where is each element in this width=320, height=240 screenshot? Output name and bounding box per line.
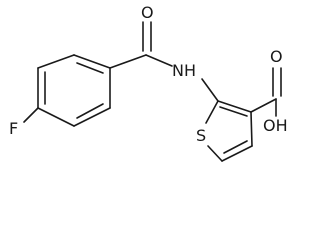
bond-carbonyl-nitrogen xyxy=(145,54,173,67)
bond-ring-a xyxy=(73,54,111,69)
bond-ring-c xyxy=(73,107,111,127)
bond-thiophene-c4-c5 xyxy=(221,145,253,162)
bond-aryl-carbonyl xyxy=(109,54,147,69)
bond-ring-inner-a xyxy=(76,62,104,74)
bond-nitrogen-thiophene xyxy=(201,78,219,102)
bond-ring-inner-b xyxy=(76,103,104,119)
structure-canvas: F O NH S O OH xyxy=(9,3,288,162)
molecule-diagram: F O NH S O OH xyxy=(9,3,288,162)
carbonyl-oxygen-atom: O xyxy=(141,3,154,22)
bond-thiophene-s-c2 xyxy=(205,100,219,124)
benzene-ring xyxy=(37,54,111,127)
fluorine-atom: F xyxy=(9,119,18,138)
sulfur-atom: S xyxy=(196,126,206,145)
bond-ring-f xyxy=(37,54,75,69)
bond-thiophene-c4-c5-inner xyxy=(223,140,248,154)
bond-thiophene-c2-c3 xyxy=(217,100,252,113)
carboxyl-oxygen-atom: O xyxy=(270,47,283,66)
bond-aryl-fluorine xyxy=(23,107,39,123)
amide-nh-atom: NH xyxy=(172,61,196,80)
thiophene-ring xyxy=(205,100,253,162)
bond-thiophene-c2-c3-inner xyxy=(219,106,248,117)
bond-thiophene-carboxyl xyxy=(250,98,277,113)
bond-thiophene-c5-s xyxy=(207,145,223,162)
bond-thiophene-c3-c4 xyxy=(250,111,253,147)
bond-ring-d xyxy=(37,107,75,127)
hydroxyl-atom: OH xyxy=(263,116,288,135)
